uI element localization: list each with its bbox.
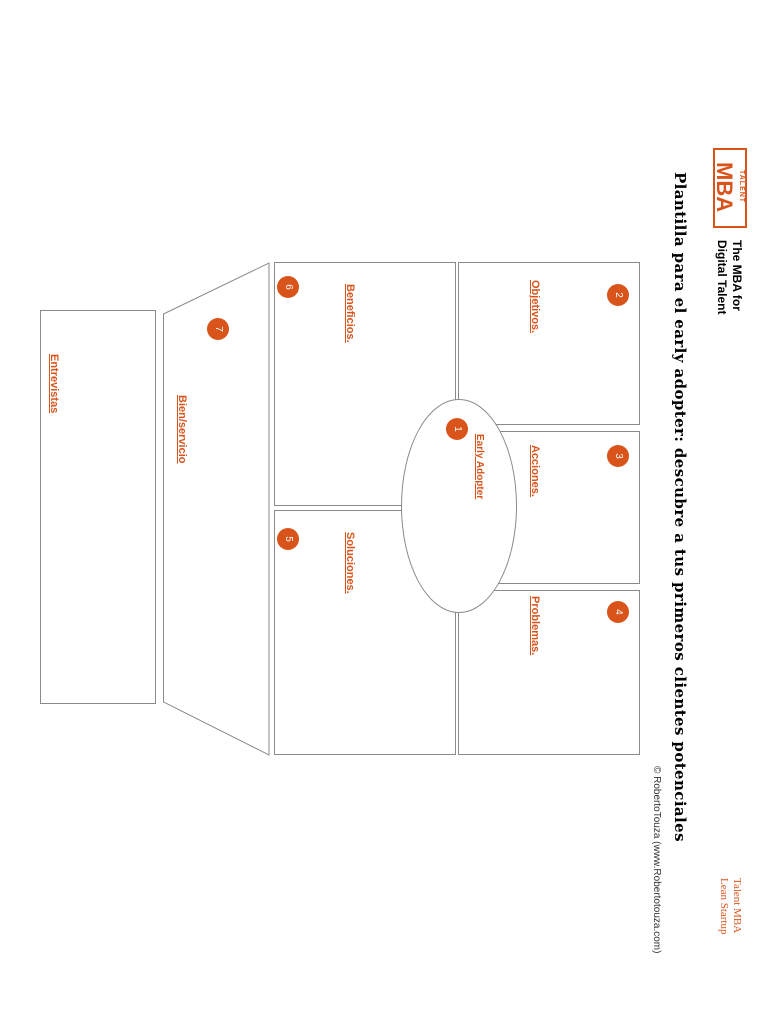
- problemas-number-badge: 4: [607, 601, 629, 623]
- bien-servicio-number-badge: 7: [207, 318, 229, 340]
- entrevistas-label: Entrevistas: [48, 354, 60, 414]
- logo-mba-text: MBA: [712, 162, 737, 213]
- footer-brand-line1: Talent MBA: [731, 878, 743, 934]
- bien-servicio-label: Bien/servicio: [176, 395, 188, 464]
- acciones-number-badge: 3: [607, 445, 629, 467]
- brand-tagline-line2: Digital Talent: [715, 240, 729, 315]
- soluciones-label: Soluciones.: [344, 532, 356, 594]
- soluciones-number-badge: 5: [277, 528, 299, 550]
- logo-talent-text: TALENT: [738, 170, 745, 204]
- bien-servicio-trapezoid: [163, 262, 270, 756]
- early-adopter-number-badge: 1: [446, 418, 468, 440]
- page-title: Plantilla para el early adopter: descubr…: [671, 172, 689, 842]
- brand-logo: TALENT MBA: [712, 148, 747, 228]
- entrevistas-box: [40, 310, 156, 704]
- objetivos-label: Objetivos.: [529, 280, 541, 334]
- beneficios-label: Beneficios.: [344, 284, 356, 343]
- footer-brand-line2: Lean Startup: [718, 878, 730, 935]
- copyright-text: © RobertoTouza (www.Robertotouza.com): [651, 766, 662, 954]
- objetivos-number-badge: 2: [607, 284, 629, 306]
- brand-tagline-line1: The MBA for: [730, 240, 744, 311]
- early-adopter-label: Early Adopter: [474, 434, 485, 500]
- beneficios-number-badge: 6: [277, 276, 299, 298]
- problemas-label: Problemas.: [529, 596, 541, 656]
- acciones-label: Acciones.: [529, 445, 541, 497]
